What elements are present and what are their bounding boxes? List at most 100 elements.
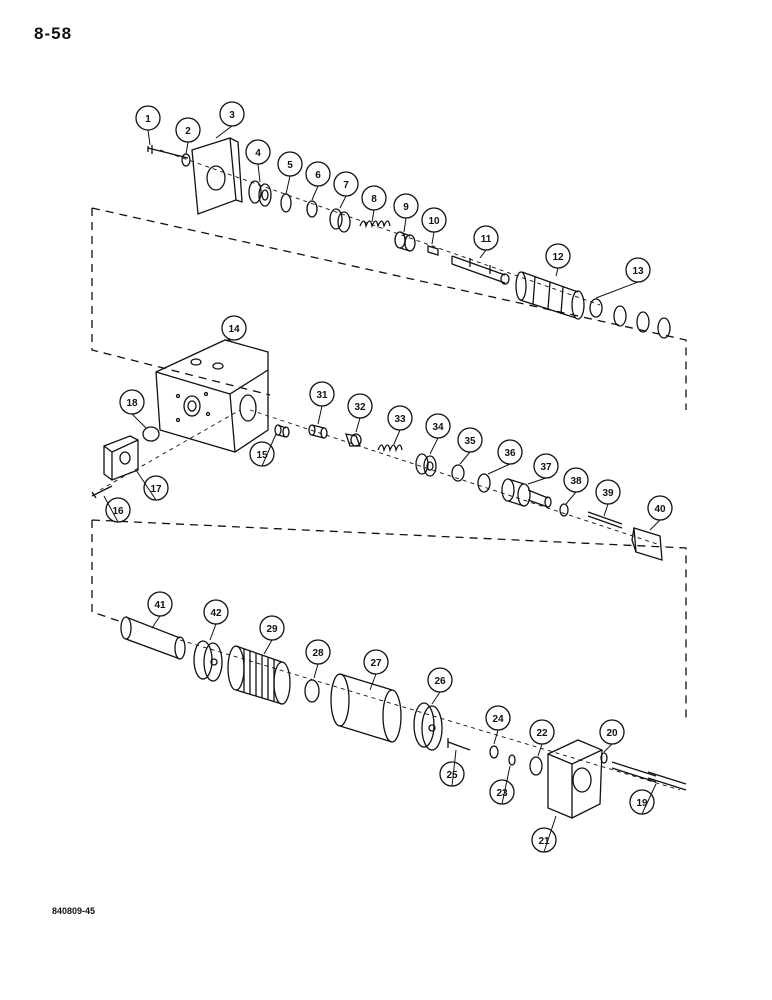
leader-line-25 [451, 749, 457, 787]
callout-number: 14 [228, 324, 240, 335]
callout-1: 1 [135, 105, 161, 131]
part-valve-body-14 [155, 339, 269, 453]
callout-14: 14 [221, 315, 247, 341]
leader-line-13 [595, 281, 639, 299]
callout-22: 22 [529, 719, 555, 745]
callout-32: 32 [347, 393, 373, 419]
callout-number: 38 [570, 476, 582, 487]
callout-number: 41 [154, 600, 166, 611]
part-disc-42 [193, 640, 223, 682]
callout-39: 39 [595, 479, 621, 505]
leader-line-34 [429, 437, 439, 455]
centerline-top [159, 149, 601, 306]
callout-number: 13 [632, 266, 644, 277]
part-cover-plate-3 [191, 137, 243, 215]
leader-line-39 [603, 503, 609, 517]
callout-number: 17 [150, 484, 162, 495]
part-spacer-9 [394, 231, 416, 252]
callout-35: 35 [457, 427, 483, 453]
part-washer-2 [181, 153, 191, 167]
leader-line-19 [641, 783, 657, 815]
leader-line-29 [263, 639, 273, 655]
callout-number: 12 [552, 252, 564, 263]
part-washer-20 [600, 752, 608, 764]
callout-20: 20 [599, 719, 625, 745]
callout-4: 4 [245, 139, 271, 165]
leader-line-38 [565, 491, 577, 505]
dashed-assembly-outline-lower [91, 519, 687, 720]
leader-line-18 [131, 413, 147, 429]
part-oring-28 [304, 679, 320, 703]
part-spring-8 [359, 220, 391, 229]
callout-number: 35 [464, 436, 476, 447]
callout-16: 16 [105, 497, 131, 523]
leader-line-31 [317, 405, 323, 425]
callout-9: 9 [393, 193, 419, 219]
callout-number: 4 [255, 148, 261, 159]
callout-6: 6 [305, 161, 331, 187]
centerline-bottom [179, 639, 681, 791]
callout-number: 23 [496, 788, 508, 799]
callout-number: 33 [394, 414, 406, 425]
callout-38: 38 [563, 467, 589, 493]
callout-number: 42 [210, 608, 222, 619]
callout-number: 31 [316, 390, 328, 401]
part-spool-11 [451, 255, 510, 285]
drawing-id: 840809-45 [52, 906, 96, 916]
callout-number: 1 [145, 114, 151, 125]
callout-number: 24 [492, 714, 504, 725]
callout-number: 39 [602, 488, 614, 499]
part-retainer-7 [329, 208, 351, 233]
callout-number: 32 [354, 402, 366, 413]
callout-10: 10 [421, 207, 447, 233]
leader-line-24 [493, 729, 499, 745]
part-bolt-16 [91, 485, 113, 499]
part-pin-39 [587, 511, 623, 529]
part-retainer-34 [415, 453, 437, 477]
part-washer-24 [489, 745, 499, 759]
part-washer-23 [508, 754, 516, 766]
page-number: 8-58 [34, 24, 73, 43]
part-oring-38 [559, 503, 569, 517]
callout-number: 29 [266, 624, 278, 635]
callout-37: 37 [533, 453, 559, 479]
part-clutch-pack-29 [227, 645, 291, 705]
callout-24: 24 [485, 705, 511, 731]
leader-line-28 [313, 663, 319, 679]
part-oring-18 [142, 426, 160, 442]
callout-number: 10 [428, 216, 440, 227]
callout-number: 9 [403, 202, 409, 213]
callout-11: 11 [473, 225, 499, 251]
callout-number: 26 [434, 676, 446, 687]
callout-number: 27 [370, 658, 382, 669]
callout-18: 18 [119, 389, 145, 415]
leader-line-5 [285, 175, 291, 195]
callout-number: 6 [315, 170, 321, 181]
part-plug-31 [308, 424, 328, 439]
part-oring-36 [477, 473, 491, 493]
callout-number: 28 [312, 648, 324, 659]
callout-2: 2 [175, 117, 201, 143]
centerline-side [99, 409, 241, 491]
callout-12: 12 [545, 243, 571, 269]
callout-3: 3 [219, 101, 245, 127]
part-plug-10 [427, 245, 439, 256]
part-plug-15 [274, 424, 290, 438]
leader-line-41 [151, 615, 161, 629]
callout-21: 21 [531, 827, 557, 853]
leader-line-1 [147, 129, 151, 146]
part-seal-4 [248, 180, 272, 207]
callout-number: 34 [432, 422, 444, 433]
part-washer-35 [451, 464, 465, 482]
part-spring-33 [377, 444, 403, 453]
callouts: 1234567891011121314151617181920212223242… [105, 101, 673, 853]
callout-number: 18 [126, 398, 138, 409]
callout-number: 20 [606, 728, 618, 739]
part-orings-13 [589, 298, 671, 339]
part-washer-6 [306, 200, 318, 218]
part-sleeve-27 [330, 673, 402, 743]
callout-number: 5 [287, 160, 293, 171]
part-bolts-19 [611, 761, 687, 791]
callout-5: 5 [277, 151, 303, 177]
